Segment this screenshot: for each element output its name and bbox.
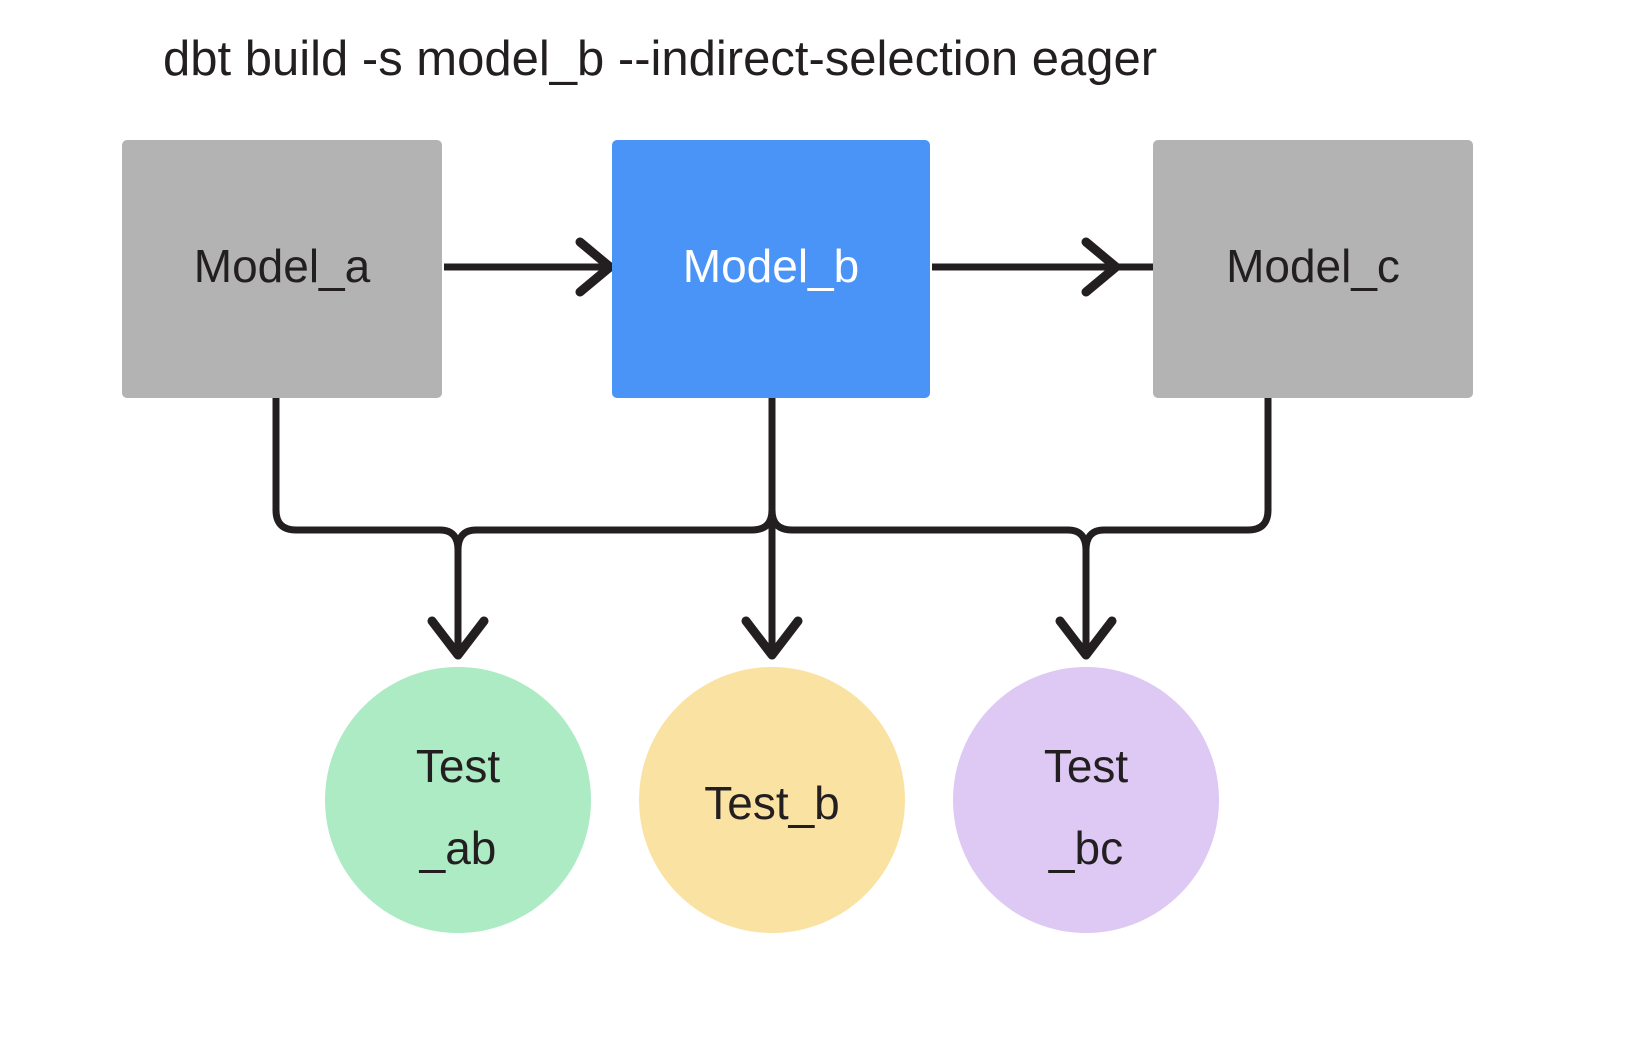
edge-model-a-to-test-ab [272,398,489,660]
model-c-label: Model_c [1226,240,1400,292]
test-bc-shape[interactable] [953,667,1219,933]
model-node-layer: Model_a Model_b Model_c [122,140,1473,398]
test-ab-node[interactable]: Test _ab [325,667,591,933]
model-c-node[interactable]: Model_c [1153,140,1473,398]
test-bc-label-line-1: Test [1044,740,1129,792]
edge-model-b-to-model-c [932,237,1153,297]
test-b-node[interactable]: Test_b [639,667,905,933]
test-node-layer: Test _ab Test_b Test _bc [325,667,1219,933]
model-a-node[interactable]: Model_a [122,140,442,398]
model-b-node[interactable]: Model_b [612,140,930,398]
edge-model-b-to-test-ab [454,398,776,551]
page-title: dbt build -s model_b --indirect-selectio… [163,32,1157,86]
test-b-label-line-1: Test_b [704,777,840,829]
test-b-shape[interactable] [639,667,905,933]
test-bc-label-line-2: _bc [1048,822,1123,874]
edge-model-b-to-test-bc [768,398,1117,660]
model-b-label: Model_b [683,240,859,292]
model-a-shape[interactable] [122,140,442,398]
test-ab-label-line-2: _ab [419,822,497,874]
edge-model-c-to-test-bc [1082,398,1272,551]
test-ab-shape[interactable] [325,667,591,933]
model-c-shape[interactable] [1153,140,1473,398]
model-a-label: Model_a [194,240,371,292]
model-b-shape[interactable] [612,140,930,398]
edge-layer [272,237,1272,660]
test-ab-label-line-1: Test [416,740,501,792]
test-bc-node[interactable]: Test _bc [953,667,1219,933]
edge-model-a-to-model-b [444,237,615,297]
